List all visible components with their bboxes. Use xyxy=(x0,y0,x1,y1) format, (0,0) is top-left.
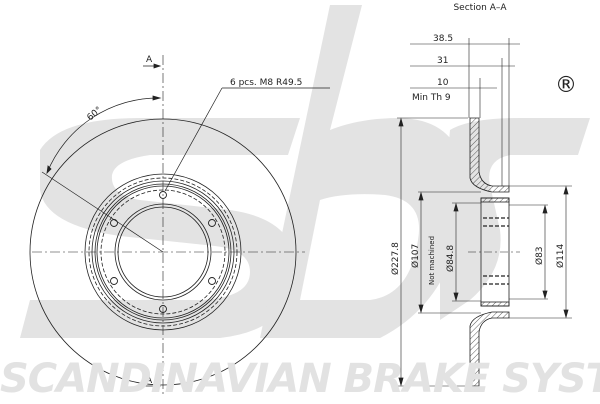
dim-thickness: 10 xyxy=(437,78,449,88)
section-marker-bottom: A xyxy=(146,376,153,386)
bolt-holes xyxy=(110,191,216,313)
registered-mark: ® xyxy=(555,73,577,98)
dim-d107: Ø107 xyxy=(410,244,421,268)
brand-name-watermark: SCANDINAVIAN BRAKE SYSTEMS xyxy=(0,356,600,402)
dim-total-height: 38.5 xyxy=(433,34,453,44)
section-title: Section A–A xyxy=(453,3,507,13)
section-marker-top: A xyxy=(146,55,153,65)
dim-not-machined: Not machined xyxy=(428,236,436,285)
disc-section-view xyxy=(397,38,572,387)
bolt-spec-label: 6 pcs. M8 R49.5 xyxy=(230,78,302,88)
dim-outer-diameter: Ø227.8 xyxy=(390,242,401,275)
dim-min-thickness: Min Th 9 xyxy=(412,93,451,103)
disc-front-view xyxy=(29,55,330,395)
dim-d84-8: Ø84.8 xyxy=(445,245,456,272)
dim-d83: Ø83 xyxy=(534,246,545,265)
dim-hub-height: 31 xyxy=(437,56,448,66)
dim-d114: Ø114 xyxy=(555,243,566,268)
